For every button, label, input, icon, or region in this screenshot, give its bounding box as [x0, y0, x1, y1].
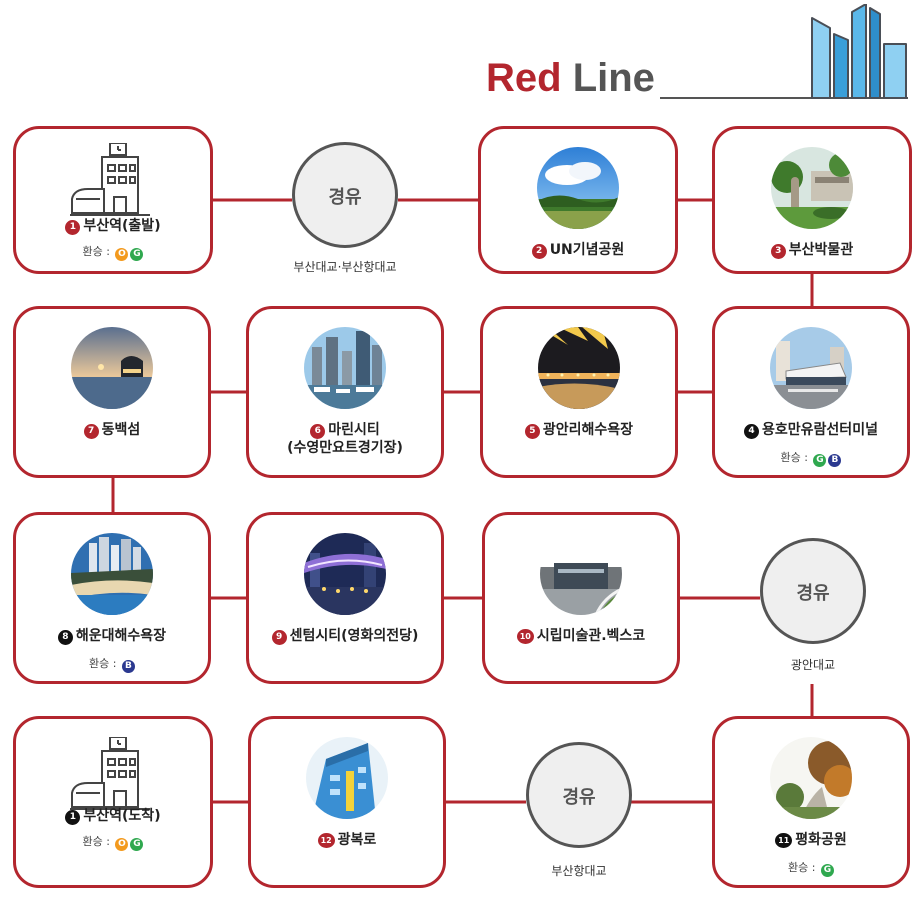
transfer-badge-g: G — [130, 838, 144, 851]
stop-name: 부산역(출발) — [83, 218, 161, 234]
centum-photo — [304, 533, 386, 615]
stop-name: 광복로 — [337, 832, 377, 848]
stop-name: 시립미술관.벡스코 — [536, 628, 646, 644]
transfer-info: 환승 : B — [20, 655, 204, 673]
peace-park-photo — [770, 737, 852, 819]
transfer-badge-o: O — [115, 248, 129, 261]
stop-number-badge: 7 — [83, 424, 99, 439]
stop-number-badge: 2 — [531, 244, 547, 259]
stop-number-badge: 11 — [775, 833, 793, 848]
title-line: Line — [572, 56, 655, 100]
stop-number-badge: 10 — [516, 629, 534, 644]
via-caption-1: 부산대교·부산항대교 — [293, 260, 397, 274]
stop-number-badge: 4 — [744, 424, 760, 439]
transfer-badge-g: G — [813, 454, 827, 467]
gwangalli-photo — [538, 327, 620, 409]
via-label: 경유 — [796, 583, 830, 604]
stop-number-badge: 8 — [57, 630, 73, 645]
stop-name: 부산박물관 — [788, 242, 854, 258]
title-red: Red — [486, 56, 562, 100]
stop-name: 부산역(도착) — [83, 808, 161, 824]
via-circle-2: 경유 — [760, 538, 866, 644]
stop-number-badge: 9 — [271, 630, 287, 645]
stop-name: 평화공원 — [795, 832, 847, 848]
stop-number-badge: 1 — [65, 220, 81, 235]
transfer-badge-g: G — [130, 248, 144, 261]
stop-name: 해운대해수욕장 — [75, 628, 167, 644]
train-station-icon — [70, 143, 150, 216]
stop-number-badge: 1 — [65, 810, 81, 825]
transfer-label: 환승 : — [82, 245, 110, 258]
transfer-info: 환승 : G — [719, 859, 903, 877]
stop-number-badge: 6 — [310, 424, 326, 439]
via-caption-2: 광안대교 — [790, 658, 836, 672]
transfer-badge-g: G — [820, 864, 834, 877]
stop-name: 광안리해수욕장 — [542, 422, 634, 438]
via-caption-3: 부산항대교 — [551, 864, 607, 878]
transfer-label: 환승 : — [82, 835, 110, 848]
transfer-badge-o: O — [115, 838, 129, 851]
haeundae-photo — [71, 533, 153, 615]
transfer-label: 환승 : — [89, 657, 117, 670]
stop-name-line2: (수영만요트경기장) — [287, 440, 403, 456]
via-circle-1: 경유 — [292, 142, 398, 248]
transfer-label: 환승 : — [788, 861, 816, 874]
transfer-label: 환승 : — [780, 451, 808, 464]
transfer-badge-b: B — [121, 660, 135, 673]
gwangbok-photo — [306, 737, 388, 819]
yongho-terminal-photo — [770, 327, 852, 409]
skyline-icon — [811, 4, 907, 99]
stop-number-badge: 12 — [317, 833, 335, 848]
via-label: 경유 — [328, 187, 362, 208]
page-title: Red Line — [486, 56, 655, 101]
dongbaek-photo — [71, 327, 153, 409]
stop-name-line1: 마린시티 — [328, 422, 380, 438]
marine-city-photo — [304, 327, 386, 409]
via-circle-3: 경유 — [526, 742, 632, 848]
train-station-icon — [70, 737, 150, 810]
via-label: 경유 — [562, 787, 596, 808]
stop-number-badge: 3 — [770, 244, 786, 259]
transfer-badge-b: B — [828, 454, 842, 467]
busan-museum-photo — [771, 147, 853, 229]
art-museum-photo — [540, 533, 622, 615]
stop-name: UN기념공원 — [549, 242, 625, 258]
title-rule — [660, 97, 908, 99]
stop-name: 동백섬 — [101, 422, 141, 438]
stop-name: 센텀시티(영화의전당) — [289, 628, 419, 644]
stop-name: 용호만유람선터미널 — [762, 422, 878, 438]
stop-number-badge: 5 — [524, 424, 540, 439]
un-memorial-photo — [537, 147, 619, 229]
